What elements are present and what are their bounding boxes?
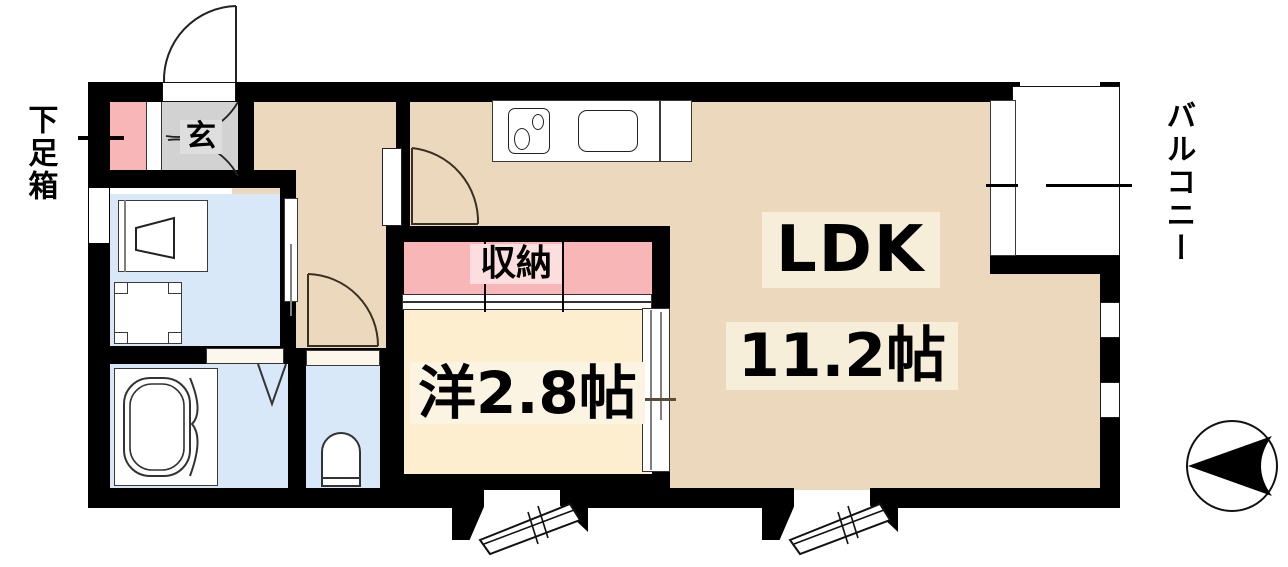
wall-bottom-left [88, 488, 460, 508]
sink-icon [578, 110, 638, 152]
stove-icon [508, 108, 550, 154]
wall-bedroom-left [386, 226, 404, 490]
wall-right-seg3 [1100, 338, 1120, 382]
wall-bedroom-top [386, 226, 670, 242]
balcony-dim-line-left [986, 184, 1018, 187]
vanity-edge [124, 200, 126, 272]
wall-top [88, 82, 1018, 102]
entrance-door-swing-icon [162, 5, 237, 83]
bedroom-door-swing-icon [307, 273, 379, 347]
wall-bottom-right [880, 488, 1102, 508]
stove-burner-small [532, 114, 544, 130]
window-right-2 [1100, 382, 1120, 418]
hallway-door-opening [382, 148, 402, 226]
washer-foot-tr [168, 282, 182, 294]
wall-right-seg4 [1100, 418, 1120, 458]
bathtub-icon [123, 377, 199, 477]
bedroom-slider-dim-mark [638, 398, 676, 401]
wall-left-lower2 [88, 344, 110, 508]
wall-right-seg5 [1100, 458, 1120, 508]
toilet-door-panel [306, 350, 380, 366]
wall-genkan-right [238, 102, 254, 178]
wall-left [88, 82, 110, 184]
compass-icon [1186, 420, 1278, 512]
wall-bottom-mid [576, 488, 770, 508]
bathroom-door-panel [206, 348, 284, 364]
toilet-icon [321, 432, 361, 487]
label-bedroom: 洋2.8帖 [410, 362, 645, 424]
closet-door-divider-2 [562, 240, 564, 312]
wall-bedroom-right-upper [652, 226, 670, 308]
closet-sliding-door-track2 [402, 302, 652, 310]
balcony-area [1012, 86, 1120, 256]
bay-window-right [788, 502, 892, 556]
wall-left-window-gap [88, 184, 110, 244]
balcony-dim-line-right [1046, 184, 1132, 187]
closet-sliding-door-track [402, 294, 652, 302]
wall-bedroom-bottom [386, 474, 670, 490]
entrance-door-opening [162, 82, 236, 102]
wall-entry-bottom [88, 170, 296, 188]
wall-toilet-left [288, 364, 306, 488]
washer-foot-bl [114, 332, 128, 344]
shoebox-leader-line [78, 136, 124, 140]
label-shoebox: 下足箱 [22, 104, 58, 203]
kitchen-counter-side [660, 100, 692, 162]
hallway-door-swing-icon [411, 147, 480, 225]
window-right-1 [1100, 302, 1120, 338]
stove-burner-large [514, 128, 530, 150]
wall-left-lower1 [88, 244, 110, 344]
bathroom-door-swing-icon [257, 363, 287, 408]
bedroom-slider-line-2 [660, 312, 662, 420]
label-closet: 収納 [470, 244, 563, 284]
balcony-wall-bottom [990, 256, 1120, 274]
bay-window-left [478, 502, 582, 556]
washroom-door-slider [290, 244, 292, 316]
washer-foot-br [168, 332, 182, 344]
balcony-sliding-door [990, 100, 1016, 256]
bedroom-slider-line-1 [650, 310, 652, 470]
bedroom-ldk-sliding-door [642, 308, 670, 472]
washer-foot-tl [114, 282, 128, 294]
vanity-mirror-icon [135, 216, 175, 260]
label-balcony: バルコニー [1160, 100, 1196, 265]
label-ldk-size: 11.2帖 [726, 322, 959, 390]
label-genkan: 玄 [180, 120, 222, 154]
shoebox-gap [146, 100, 162, 176]
label-ldk: LDK [762, 212, 940, 288]
